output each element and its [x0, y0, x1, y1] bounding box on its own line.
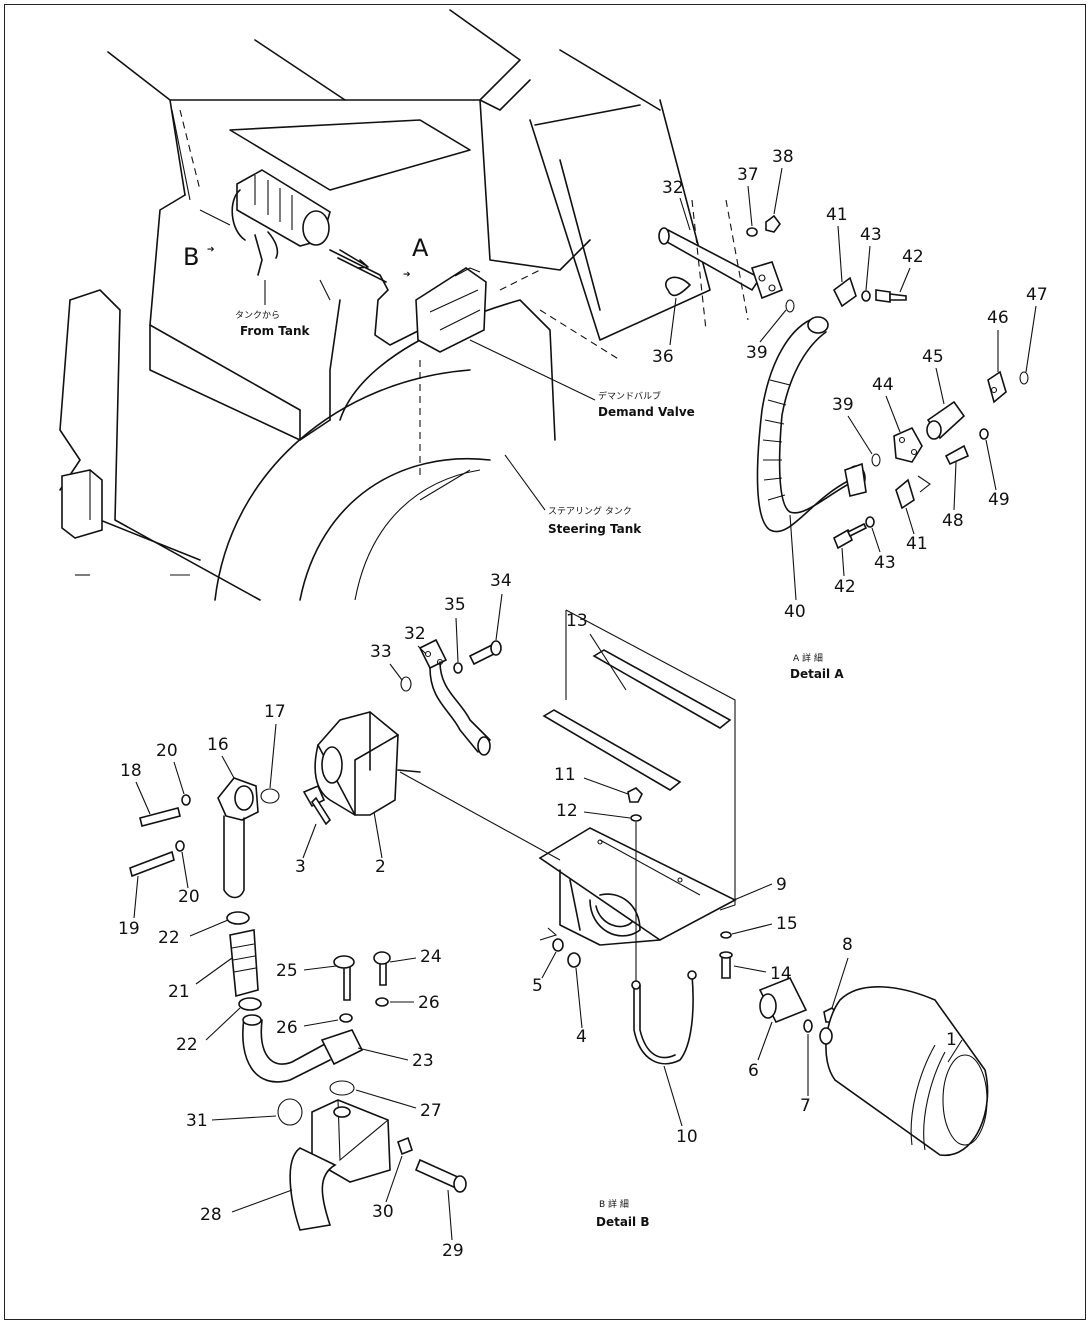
- callout-42-b: 42: [834, 577, 856, 597]
- callout-15: 15: [776, 914, 798, 934]
- callout-11: 11: [554, 765, 576, 785]
- callout-33: 33: [370, 642, 392, 662]
- view-a-label: A: [412, 234, 429, 262]
- callout-46: 46: [987, 308, 1009, 328]
- callout-20-b: 20: [178, 887, 200, 907]
- from-tank-jp-label: タンクから: [235, 310, 280, 321]
- callout-41-b: 41: [906, 534, 928, 554]
- demand-valve-label: Demand Valve: [598, 405, 695, 419]
- demand-valve-jp-label: デマンドバルブ: [598, 390, 661, 402]
- callout-24: 24: [420, 947, 442, 967]
- callout-13: 13: [566, 611, 588, 631]
- callout-12: 12: [556, 801, 578, 821]
- callout-40: 40: [784, 602, 806, 622]
- detail-a-assembly: [658, 199, 1029, 550]
- view-b-label: B: [183, 243, 199, 271]
- steering-tank-label: Steering Tank: [548, 522, 642, 536]
- callout-34: 34: [490, 571, 512, 591]
- detail-b-caption: Detail B: [596, 1215, 649, 1229]
- callout-1: 1: [946, 1030, 957, 1050]
- callout-6: 6: [748, 1061, 759, 1081]
- callout-26-a: 26: [418, 993, 440, 1013]
- callout-45: 45: [922, 347, 944, 367]
- callout-44: 44: [872, 375, 894, 395]
- callout-10: 10: [676, 1127, 698, 1147]
- callout-35: 35: [444, 595, 466, 615]
- callout-9: 9: [776, 875, 787, 895]
- callout-17: 17: [264, 702, 286, 722]
- detail-b-assembly: [129, 609, 989, 1231]
- callout-22-a: 22: [158, 928, 180, 948]
- callout-27: 27: [420, 1101, 442, 1121]
- callout-3: 3: [295, 857, 306, 877]
- callout-20-a: 20: [156, 741, 178, 761]
- callout-43-b: 43: [874, 553, 896, 573]
- callout-29: 29: [442, 1241, 464, 1261]
- callout-38: 38: [772, 147, 794, 167]
- callout-25: 25: [276, 961, 298, 981]
- callout-32-b: 32: [404, 624, 426, 644]
- callout-39-a: 39: [746, 343, 768, 363]
- callout-5: 5: [532, 976, 543, 996]
- callout-23: 23: [412, 1051, 434, 1071]
- callout-30: 30: [372, 1202, 394, 1222]
- from-tank-label: From Tank: [240, 324, 311, 338]
- callout-2: 2: [375, 857, 386, 877]
- callout-4: 4: [576, 1027, 587, 1047]
- detail-a-caption: Detail A: [790, 667, 844, 681]
- machine-body: [59, 9, 711, 601]
- drawing-border: [4, 4, 1086, 1320]
- view-b-arrow-icon: ➔: [207, 245, 215, 255]
- steering-tank-jp-label: ステアリング タンク: [548, 505, 632, 517]
- detail-b-jp-caption: B 詳 細: [599, 1198, 629, 1210]
- callout-32-a: 32: [662, 178, 684, 198]
- callout-41-a: 41: [826, 205, 848, 225]
- callout-14: 14: [770, 964, 792, 984]
- callout-7: 7: [800, 1096, 811, 1116]
- callout-36: 36: [652, 347, 674, 367]
- callout-19: 19: [118, 919, 140, 939]
- callout-28: 28: [200, 1205, 222, 1225]
- callout-21: 21: [168, 982, 190, 1002]
- callout-22-b: 22: [176, 1035, 198, 1055]
- callout-47: 47: [1026, 285, 1048, 305]
- detail-a-jp-caption: A 詳 細: [793, 652, 823, 664]
- callout-39-b: 39: [832, 395, 854, 415]
- callout-49: 49: [988, 490, 1010, 510]
- callout-8: 8: [842, 935, 853, 955]
- callout-31: 31: [186, 1111, 208, 1131]
- callout-16: 16: [207, 735, 229, 755]
- callout-48: 48: [942, 511, 964, 531]
- callout-18: 18: [120, 761, 142, 781]
- view-a-arrow-icon: ➔: [403, 270, 411, 280]
- callout-42-a: 42: [902, 247, 924, 267]
- callout-37: 37: [737, 165, 759, 185]
- callout-43-a: 43: [860, 225, 882, 245]
- callout-26-b: 26: [276, 1018, 298, 1038]
